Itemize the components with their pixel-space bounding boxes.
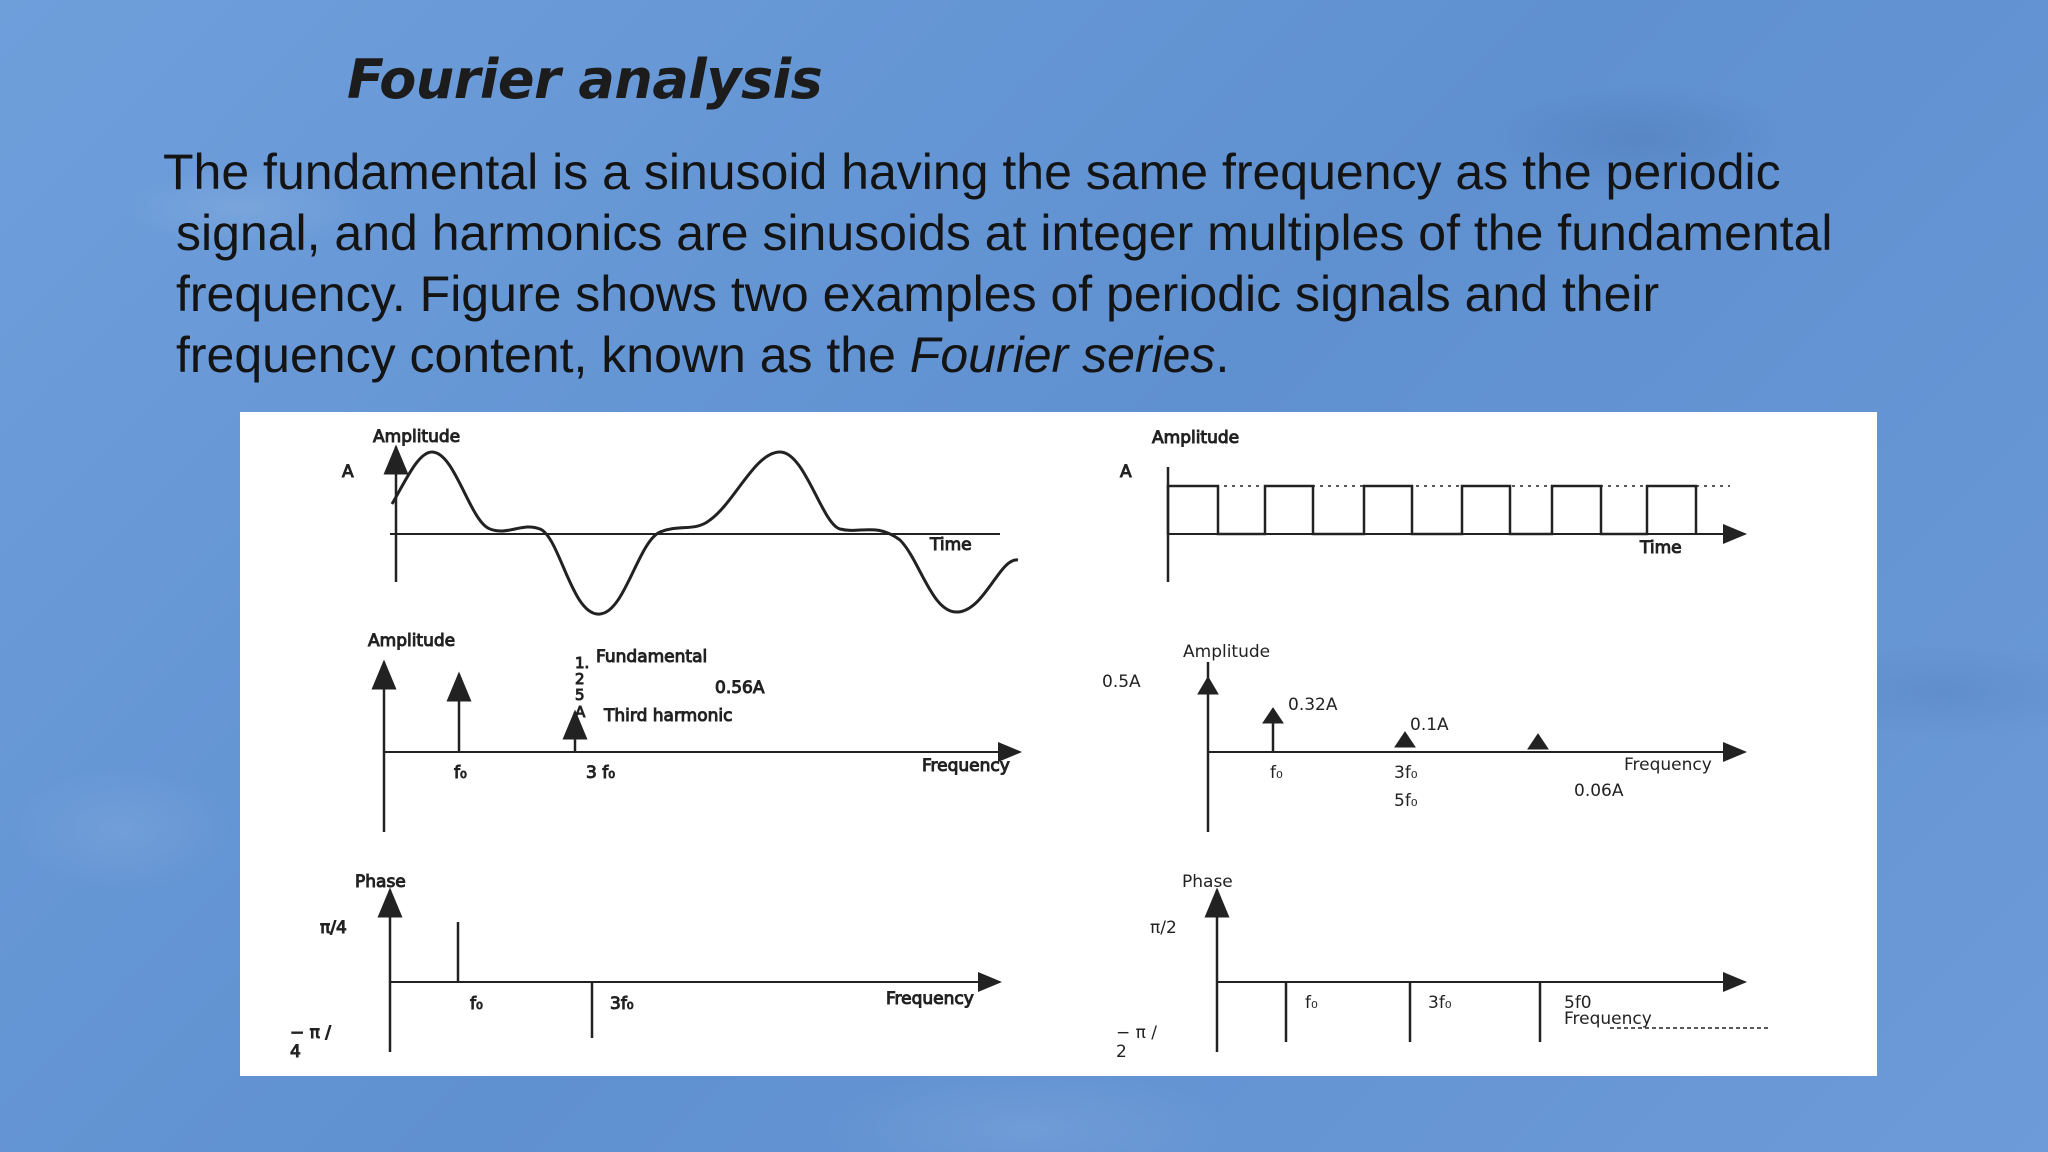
right-phase-bottom-label-1: − π / (1116, 1023, 1157, 1043)
right-phase-tick-3f0: 3f₀ (1428, 993, 1452, 1013)
right-time-ylabel: Amplitude (1152, 428, 1239, 448)
left-phase-xlabel: Frequency (886, 989, 974, 1009)
left-phase-tick-3f0: 3f₀ (610, 994, 634, 1014)
fourier-series-term: Fourier series (909, 327, 1216, 383)
right-amp-ylabel: Amplitude (1183, 642, 1270, 662)
slide-paragraph: The fundamental is a sinusoid having the… (163, 142, 1923, 386)
right-phase-tick-f0: f₀ (1305, 993, 1318, 1013)
right-phase-top-label: π/2 (1150, 918, 1177, 938)
right-time-amp-label: A (1120, 462, 1132, 482)
left-amp-stacked-3: 5 (575, 686, 585, 704)
slide-title: Fourier analysis (347, 48, 823, 111)
left-time-waveform (390, 450, 1019, 616)
fourier-figure-svg: Amplitude A Time Amplitude Fundamental 1… (290, 427, 1770, 1063)
right-amp-tick-f0: f₀ (1270, 763, 1283, 783)
left-phase-bottom-label-2: 4 (290, 1042, 301, 1062)
left-amp-tick-3f0: 3 f₀ (586, 763, 615, 783)
right-amp-peak-3f0 (1394, 731, 1416, 748)
left-phase-tick-f0: f₀ (470, 994, 483, 1014)
left-amp-third-value: 0.56A (715, 678, 765, 698)
left-time-amp-label: A (342, 462, 354, 482)
left-amp-tick-f0: f₀ (454, 763, 467, 783)
right-amp-peak-5f0 (1527, 733, 1549, 750)
right-amp-peak-f0 (1262, 707, 1284, 724)
left-amp-ylabel: Amplitude (368, 631, 455, 651)
left-phase-bottom-label-1: − π / (290, 1023, 331, 1043)
paragraph-line-4: frequency content, known as the Fourier … (163, 325, 1923, 386)
paragraph-line-1: The fundamental is a sinusoid having the… (163, 144, 1781, 200)
right-amp-value-01: 0.1A (1410, 715, 1449, 735)
right-phase-bottom-label-2: 2 (1116, 1042, 1127, 1062)
paragraph-line-2: signal, and harmonics are sinusoids at i… (176, 205, 1833, 261)
left-amp-xlabel: Frequency (922, 756, 1010, 776)
right-amp-peak-0 (1197, 676, 1219, 695)
left-time-xlabel: Time (929, 535, 972, 555)
paragraph-line-3: frequency. Figure shows two examples of … (176, 266, 1660, 322)
left-phase-top-label: π/4 (320, 918, 347, 938)
left-amp-third-label: Third harmonic (603, 706, 732, 726)
left-phase-ylabel: Phase (355, 872, 406, 892)
right-amp-value-006: 0.06A (1574, 781, 1624, 801)
right-amp-value-032: 0.32A (1288, 695, 1338, 715)
left-amp-fundamental-label: Fundamental (596, 647, 707, 667)
right-time-xlabel: Time (1639, 538, 1682, 558)
right-phase-ylabel: Phase (1182, 872, 1233, 892)
paragraph-line-4-text: frequency content, known as the (176, 327, 910, 383)
right-time-plot: Amplitude A Time (1120, 428, 1747, 582)
fourier-figure: Amplitude A Time Amplitude Fundamental 1… (240, 412, 1877, 1076)
left-amp-stacked-2: 2 (575, 670, 585, 688)
right-phase-spectrum: Phase π/2 − π / 2 f₀ 3f₀ 5f0 Frequency (1116, 872, 1770, 1062)
left-amp-spectrum: Amplitude Fundamental 1. 2 5 A 0.56A Thi… (368, 631, 1022, 832)
right-amp-spectrum: Amplitude 0.5A 0.32A 0.1A 0.06A Frequenc… (1102, 642, 1747, 832)
left-amp-stacked-1: 1. (575, 654, 589, 672)
right-amp-tick-5f0: 5f₀ (1394, 791, 1418, 811)
right-phase-tick-5f0: 5f0 (1564, 993, 1592, 1013)
left-time-ylabel: Amplitude (373, 427, 460, 447)
right-phase-xlabel: Frequency (1564, 1009, 1652, 1029)
right-amp-tick-3f0: 3f₀ (1394, 763, 1418, 783)
left-phase-spectrum: Phase π/4 − π / 4 Frequency f₀ 3f₀ (290, 872, 1002, 1063)
right-amp-value-05: 0.5A (1102, 672, 1141, 692)
right-time-square-wave (1166, 484, 1698, 536)
right-amp-xlabel: Frequency (1624, 755, 1712, 775)
left-amp-stacked-4: A (575, 703, 586, 721)
paragraph-line-4-end: . (1215, 327, 1230, 383)
left-time-plot: Amplitude A Time (342, 427, 1019, 616)
